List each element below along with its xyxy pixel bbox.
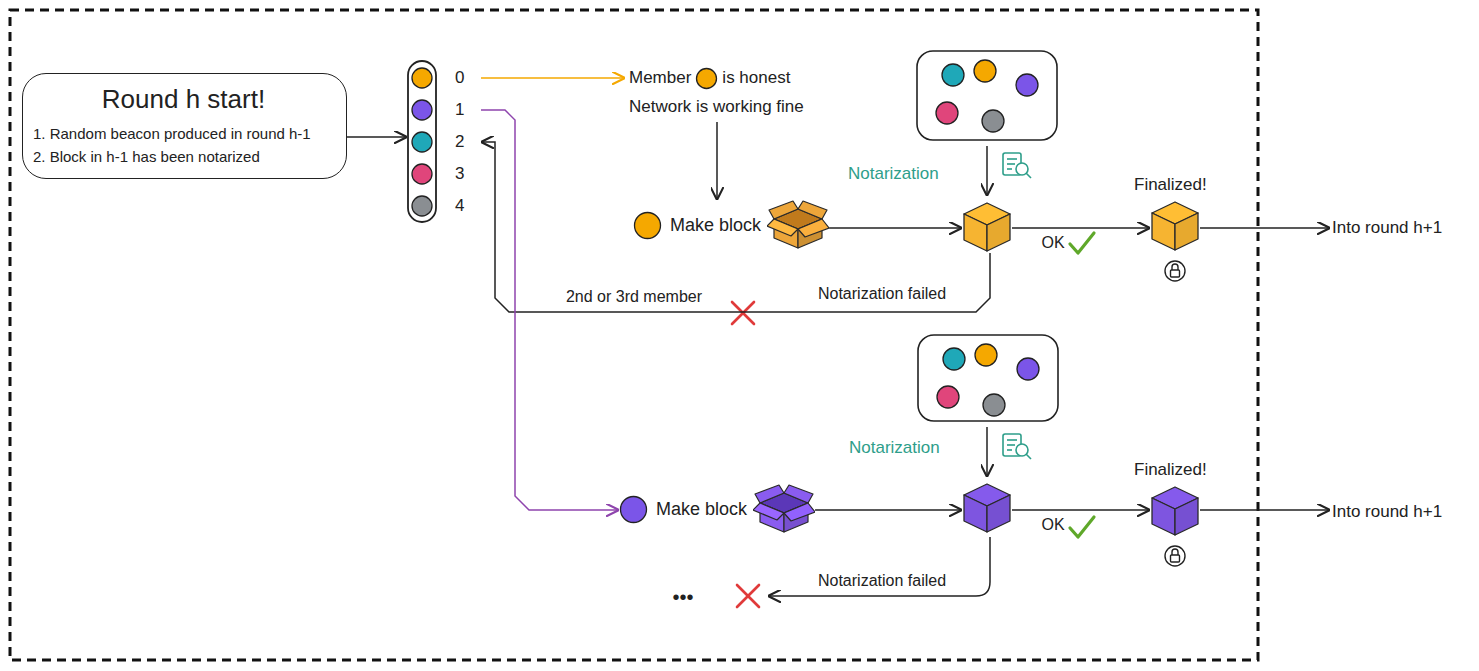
member-text: is honest (722, 66, 790, 90)
make-block-label: Make block (670, 213, 761, 237)
note-label: ••• (669, 587, 696, 607)
flow-connector (1012, 227, 1150, 229)
cube-node: Notarization (962, 482, 1012, 534)
flow-connector (1200, 227, 1330, 229)
rank-number: 4 (455, 195, 464, 217)
committee-box (918, 335, 1058, 421)
rank-number: 0 (455, 67, 464, 89)
cube-node: Notarization (962, 201, 1012, 253)
final-node: Finalized! (1150, 485, 1200, 537)
rank-number: 2 (455, 131, 464, 153)
flow-connector (1012, 509, 1150, 511)
flow-connector (829, 227, 962, 229)
finalized-block (1150, 200, 1200, 252)
start-condition: 1. Random beacon produced in round h-1 (33, 122, 334, 145)
member-text: Member (629, 66, 691, 90)
audit-icon (1003, 153, 1031, 178)
proposer-dot (633, 211, 662, 240)
flow-connector (815, 509, 962, 511)
next-round-label: Into round h+1 (1332, 218, 1442, 237)
flow-connector (716, 122, 718, 200)
start-condition: 2. Block in h-1 has been notarized (33, 145, 334, 168)
finalized-block (1150, 485, 1200, 537)
member-dot (695, 67, 718, 90)
start-node: Round h start! 1. Random beacon produced … (22, 73, 347, 179)
notarized-block (962, 201, 1012, 253)
flow-connector (481, 142, 990, 312)
round-title: Round h start! (33, 82, 334, 116)
proposer-dot (619, 495, 648, 524)
note-label: 2nd or 3rd member (563, 287, 705, 307)
notarization-label: Notarization (849, 437, 940, 459)
fail-cross (737, 585, 759, 607)
rank-number: 3 (455, 163, 464, 185)
lock-icon (1165, 261, 1185, 281)
member-node: Member is honestNetwork is working fine (625, 66, 808, 122)
open-box-icon (767, 200, 829, 250)
edge-label: OK (1038, 233, 1067, 253)
finalized-label: Finalized! (1134, 174, 1207, 196)
make-block-label: Make block (656, 497, 747, 521)
check-mark (1070, 517, 1094, 537)
member-list (407, 60, 437, 223)
final-node: Finalized! (1150, 200, 1200, 252)
flow-connector (481, 110, 619, 510)
notarized-block (962, 482, 1012, 534)
fail-cross (732, 302, 754, 324)
plain-node: Into round h+1 (1330, 217, 1444, 239)
note-label: Notarization failed (815, 571, 949, 591)
rank-number: 1 (455, 99, 464, 121)
failure-arrow (768, 537, 990, 596)
vote-arrow (986, 146, 988, 196)
audit-icon (1003, 434, 1031, 459)
make-node: Make block (619, 484, 815, 534)
committee-box (917, 51, 1057, 140)
edge-label: Notarization failed (815, 284, 949, 304)
flow-connector (1200, 509, 1330, 511)
pill-node: 0 1 2 3 4 (407, 60, 481, 223)
open-box-icon (753, 484, 815, 534)
network-text: Network is working fine (629, 94, 804, 120)
dashed-frame (10, 10, 1258, 660)
next-round-label: Into round h+1 (1332, 502, 1442, 521)
notarization-label: Notarization (848, 163, 939, 185)
flow-connector (481, 77, 625, 79)
lock-icon (1165, 546, 1185, 566)
plain-node: Into round h+1 (1330, 501, 1444, 523)
make-node: Make block (633, 200, 829, 250)
edge-label: OK (1038, 515, 1067, 535)
vote-arrow (986, 427, 988, 477)
check-mark (1070, 233, 1094, 253)
flow-connector (347, 136, 407, 138)
finalized-label: Finalized! (1134, 459, 1207, 481)
